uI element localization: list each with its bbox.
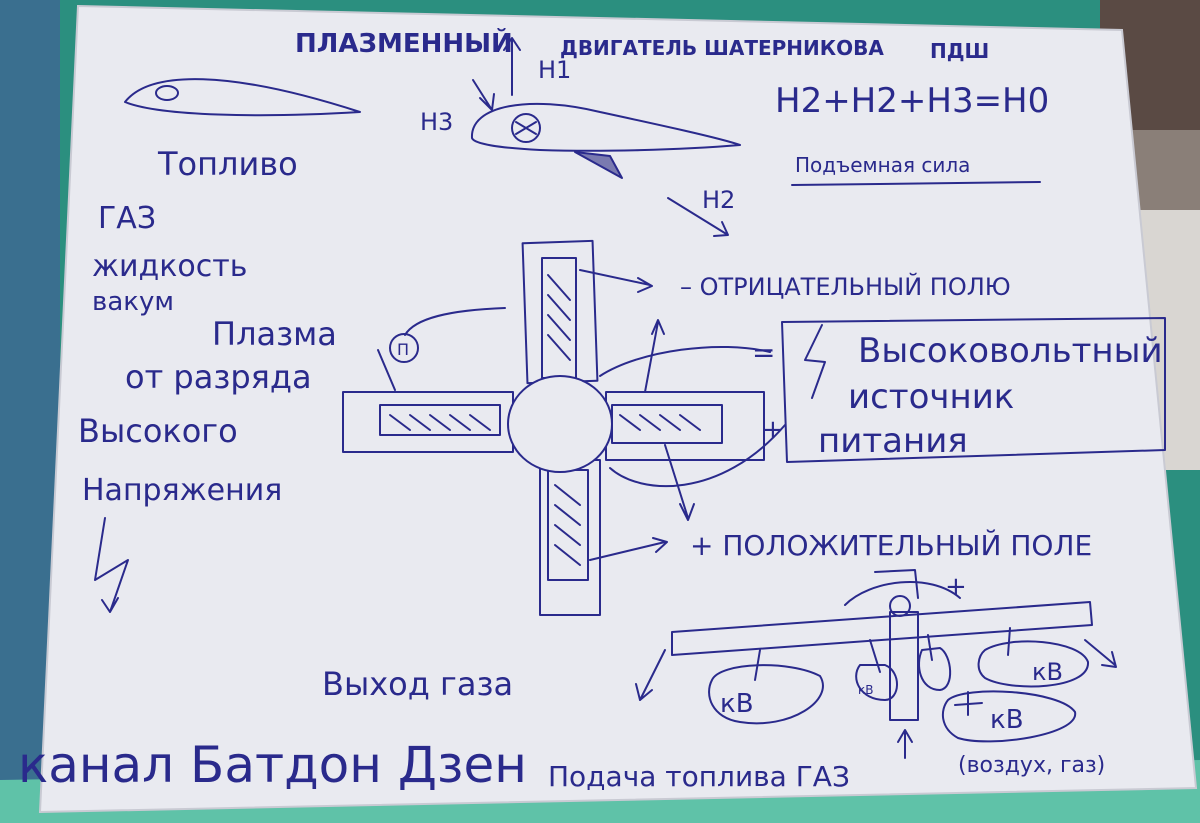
plasma-line-1: Плазма [212,315,337,353]
plasma-line-2: от разряда [125,358,312,396]
engine-top-plus: + [945,572,967,602]
fuel-label: Топливо [157,145,298,183]
channel-signature: канал Батдон Дзен [18,736,527,794]
title-abbrev: ПДШ [930,39,989,63]
fuel-feed-note: (воздух, газ) [958,753,1105,778]
formula: H2+H2+H3=H0 [775,81,1049,121]
hv-source-line-1: Высоковольтный [858,331,1163,371]
plasma-line-3: Высокого [78,412,238,450]
title-plasma: ПЛАЗМЕННЫЙ [295,27,513,59]
label-h2: H2 [702,186,735,214]
chamber-center-circle [508,376,612,472]
paper-sheet [40,6,1196,812]
label-h3: H3 [420,108,453,136]
gas-exit-label: Выход газа [322,665,513,703]
liquid-label: жидкость [92,249,247,284]
fuel-feed-label: Подача топлива ГАЗ [548,760,850,793]
positive-field-label: + ПОЛОЖИТЕЛЬНЫЙ ПОЛЕ [690,528,1092,562]
kv-label-1: кВ [720,689,754,719]
kv-label-small: кВ [858,683,873,697]
negative-field-label: – ОТРИЦАТЕЛЬНЫЙ ПОЛЮ [680,272,1011,301]
hv-source-line-2: источник [848,377,1014,417]
title-engine: ДВИГАТЕЛЬ ШАТЕРНИКОВА [560,36,884,60]
minus-terminal: = [752,336,775,369]
kv-label-2: кВ [1032,658,1063,686]
lift-label: Подъемная сила [795,153,970,177]
pi-label: П [397,340,409,359]
vacuum-label: вакум [92,287,174,317]
label-h1: H1 [538,56,571,84]
gas-label: ГАЗ [98,201,156,236]
plus-terminal: + [762,415,784,445]
kv-label-3: кВ [990,705,1024,735]
plasma-line-4: Напряжения [82,473,282,508]
hv-source-line-3: питания [818,421,968,461]
